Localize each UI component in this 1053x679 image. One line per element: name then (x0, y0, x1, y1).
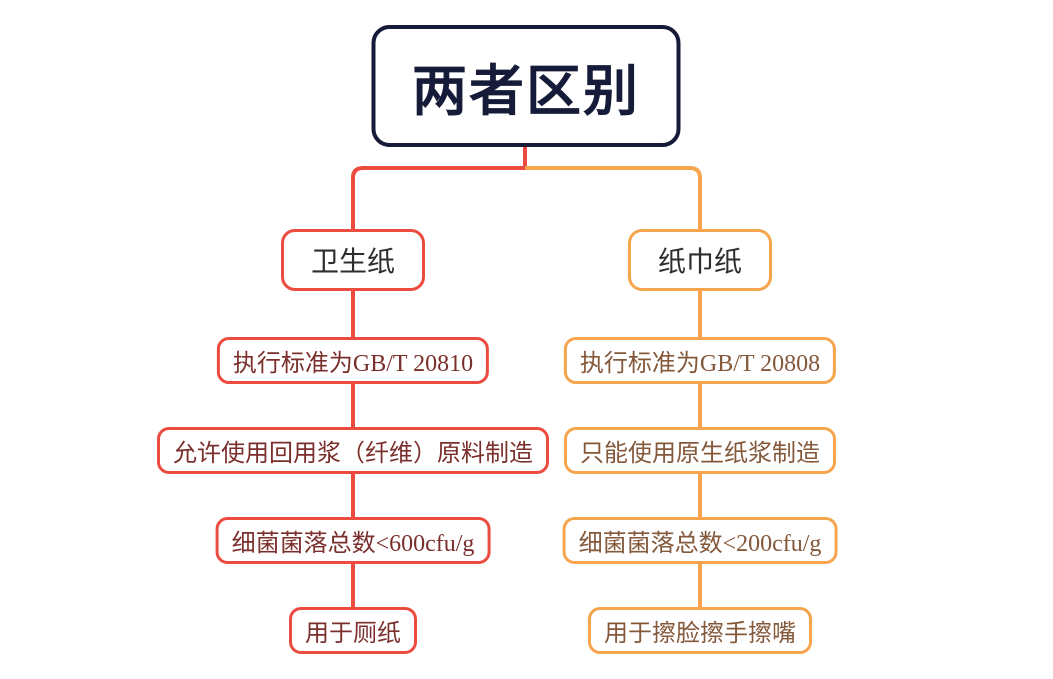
root-node[interactable]: 两者区别 (371, 25, 681, 147)
left-child-node-standard[interactable]: 执行标准为GB/T 20810 (216, 337, 490, 384)
left-child-node-bacteria[interactable]: 细菌菌落总数<600cfu/g (215, 517, 491, 564)
left-child-node-usage[interactable]: 用于厕纸 (289, 607, 417, 654)
right-child-node-bacteria[interactable]: 细菌菌落总数<200cfu/g (562, 517, 838, 564)
left-child-node-material[interactable]: 允许使用回用浆（纤维）原料制造 (157, 427, 549, 474)
right-child-node-material[interactable]: 只能使用原生纸浆制造 (564, 427, 836, 474)
right-branch-label-node[interactable]: 纸巾纸 (627, 229, 773, 291)
right-child-node-usage[interactable]: 用于擦脸擦手擦嘴 (588, 607, 812, 654)
left-branch-label-node[interactable]: 卫生纸 (280, 229, 426, 291)
left-branch-connector (351, 166, 525, 229)
right-child-node-standard[interactable]: 执行标准为GB/T 20808 (563, 337, 837, 384)
right-branch-connector (525, 166, 702, 229)
